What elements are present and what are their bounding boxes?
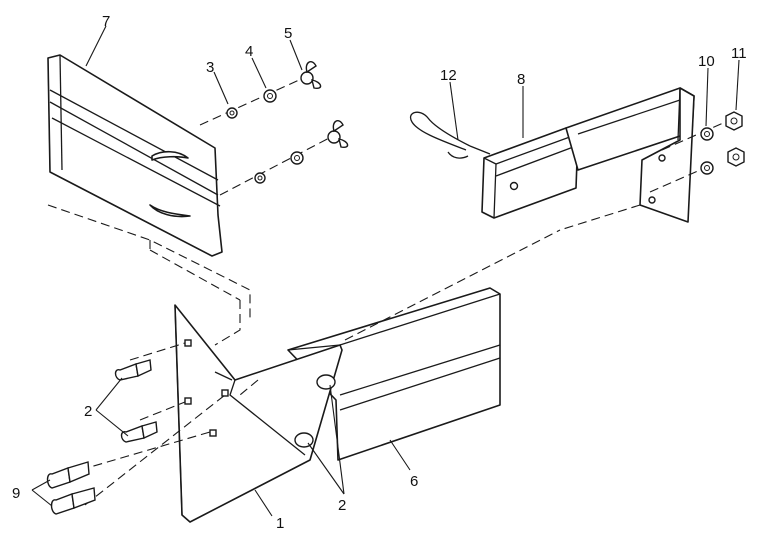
callout-5: 5 [284, 25, 292, 42]
callout-labels: 7 3 4 5 12 8 10 11 2 9 2 6 1 [12, 13, 747, 532]
bolts-part-2 [114, 359, 158, 443]
callout-12: 12 [440, 67, 457, 84]
callout-2-right: 2 [338, 497, 346, 514]
part-12-hitch-pin [409, 111, 491, 159]
callout-10: 10 [698, 53, 715, 70]
callout-7: 7 [102, 13, 110, 30]
support-arm [565, 87, 695, 223]
part-6-channel [287, 287, 501, 461]
part-7-slotted-plate [47, 54, 223, 257]
part-8-clamp-block [481, 127, 579, 219]
hardware-upper-right [700, 111, 745, 175]
callout-6: 6 [410, 473, 418, 490]
part-1-base-bracket [174, 304, 343, 523]
hardware-upper-left [226, 61, 349, 184]
callout-1: 1 [276, 515, 284, 532]
bolts-part-9 [46, 461, 96, 515]
callout-9: 9 [12, 485, 20, 502]
leader-lines [31, 25, 740, 517]
assembly-lines [47, 74, 731, 506]
callout-8: 8 [517, 71, 525, 88]
callout-11: 11 [731, 45, 747, 62]
callout-4: 4 [245, 43, 253, 60]
callout-2-left: 2 [84, 403, 92, 420]
callout-3: 3 [206, 59, 214, 76]
